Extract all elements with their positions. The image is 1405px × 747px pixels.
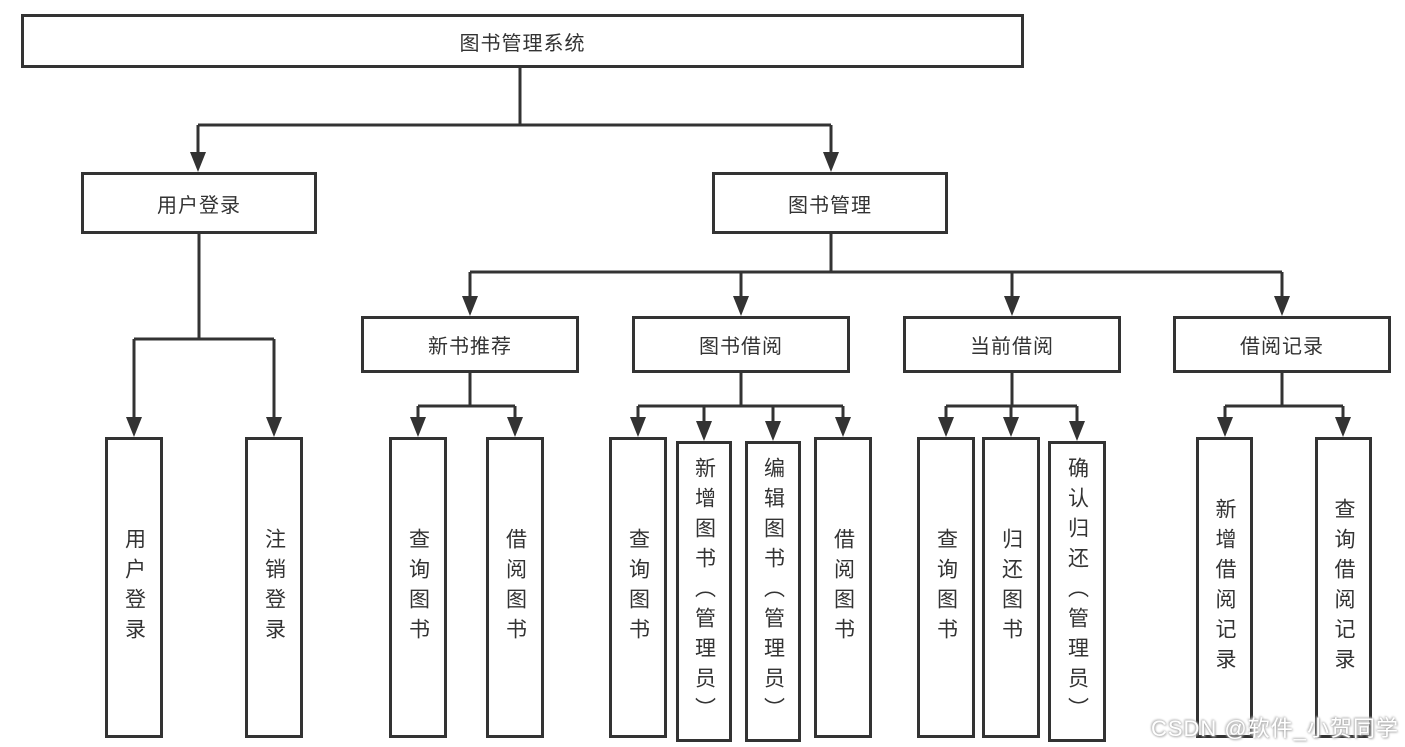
leaf-current-query-books: 查询图书 (917, 437, 975, 738)
leaf-recommend-borrow-books: 借阅图书 (486, 437, 544, 738)
node-label: 图书管理系统 (459, 32, 586, 55)
leaf-label: 用户登录 (122, 527, 146, 648)
leaf-recommend-query-books: 查询图书 (389, 437, 447, 738)
leaf-label: 新增图书（管理员） (692, 456, 716, 727)
leaf-logout: 注销登录 (245, 437, 303, 738)
leaf-label: 归还图书 (999, 527, 1023, 648)
csdn-watermark: CSDN @软件_小贺同学 (1150, 716, 1399, 741)
node-label: 借阅记录 (1240, 336, 1324, 358)
leaf-add-borrow-record: 新增借阅记录 (1196, 437, 1253, 738)
leaf-label: 确认归还（管理员） (1065, 456, 1089, 727)
leaf-edit-books-admin: 编辑图书（管理员） (745, 441, 801, 742)
leaf-label: 编辑图书（管理员） (761, 456, 785, 727)
leaf-label: 借阅图书 (831, 527, 855, 648)
leaf-user-login: 用户登录 (105, 437, 163, 738)
node-label: 图书管理 (788, 194, 872, 217)
leaf-confirm-return-admin: 确认归还（管理员） (1048, 441, 1106, 742)
leaf-label: 查询图书 (406, 527, 430, 648)
node-borrow-records: 借阅记录 (1173, 316, 1391, 373)
leaf-label: 借阅图书 (503, 527, 527, 648)
node-label: 新书推荐 (428, 336, 512, 358)
leaf-return-books: 归还图书 (982, 437, 1040, 738)
node-book-management-system: 图书管理系统 (21, 14, 1024, 68)
leaf-borrowing-borrow-books: 借阅图书 (814, 437, 872, 738)
node-new-book-recommend: 新书推荐 (361, 316, 579, 373)
node-book-borrowing: 图书借阅 (632, 316, 850, 373)
node-user-login: 用户登录 (81, 172, 317, 234)
leaf-label: 查询图书 (626, 527, 650, 648)
leaf-query-borrow-record: 查询借阅记录 (1315, 437, 1372, 738)
leaf-label: 注销登录 (262, 527, 286, 648)
leaf-borrowing-query-books: 查询图书 (609, 437, 667, 738)
node-label: 图书借阅 (699, 336, 783, 358)
leaf-add-books-admin: 新增图书（管理员） (676, 441, 732, 742)
leaf-label: 新增借阅记录 (1213, 497, 1236, 678)
node-label: 当前借阅 (970, 336, 1054, 358)
leaf-label: 查询图书 (934, 527, 958, 648)
node-label: 用户登录 (157, 194, 241, 217)
leaf-label: 查询借阅记录 (1332, 497, 1355, 678)
node-current-borrowing: 当前借阅 (903, 316, 1121, 373)
arrowheads (126, 152, 1351, 441)
node-book-management: 图书管理 (712, 172, 948, 234)
